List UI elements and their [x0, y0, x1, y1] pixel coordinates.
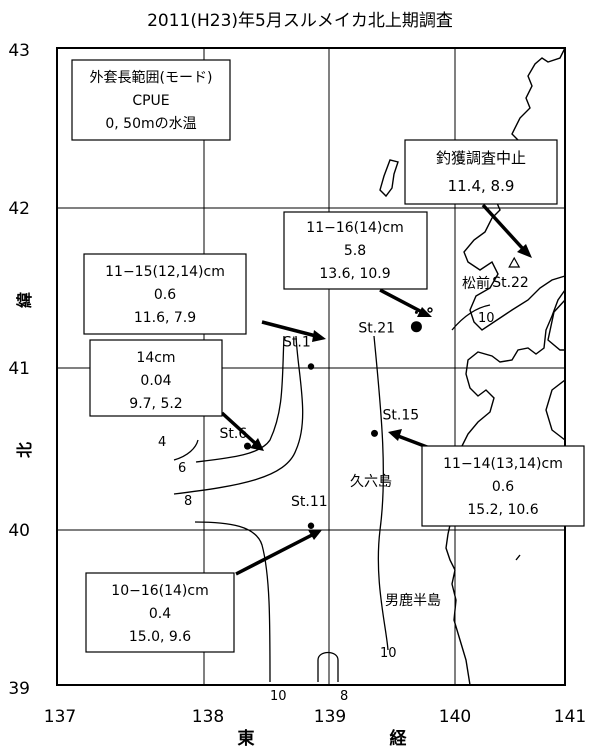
isotherm-label: 8 [184, 494, 192, 509]
y-tick: 42 [8, 199, 30, 219]
isotherm-labels: 4 6 8 8 10 10 10 [158, 311, 495, 704]
place-label-kyuroku: 久六島 [350, 474, 392, 490]
arrow-st6 [220, 411, 258, 446]
isotherm-8b [317, 651, 339, 682]
isotherm-10c [451, 304, 491, 331]
isotherm-label: 10 [270, 689, 287, 704]
isotherm-label: 4 [158, 435, 166, 450]
info-line: 13.6, 10.9 [319, 266, 390, 282]
x-tick: 141 [554, 707, 586, 727]
info-line: 11−15(12,14)cm [105, 264, 225, 280]
info-line: 15.0, 9.6 [129, 629, 191, 645]
station-marker [410, 321, 422, 333]
station-label: St.21 [358, 321, 395, 337]
isotherm-4 [173, 439, 199, 461]
isotherm-10a [194, 521, 271, 683]
x-axis-label-left: 東 [238, 728, 255, 749]
isotherm-label: 10 [380, 646, 397, 661]
y-axis-label-top: 緯 [15, 292, 34, 308]
small-marker [414, 310, 418, 314]
station-label: St.22 [492, 275, 529, 291]
station-label: St.11 [291, 494, 328, 510]
station-layer: St.1St.6St.11 St.15 St.21 St.22 [220, 256, 529, 529]
info-line: 0.6 [154, 287, 176, 303]
station-marker [307, 363, 315, 370]
info-line: 釣獲調査中止 [436, 149, 526, 167]
info-box-st11: 10−16(14)cm 0.4 15.0, 9.6 [85, 572, 235, 653]
info-line: 11−16(14)cm [306, 220, 403, 236]
arrow-st11 [235, 533, 313, 576]
info-line: 0.6 [492, 479, 514, 495]
x-tick: 140 [439, 707, 471, 727]
info-box-st6: 14cm 0.04 9.7, 5.2 [89, 339, 223, 417]
info-line: 9.7, 5.2 [129, 396, 182, 412]
legend-box: 外套長範囲(モード) CPUE 0, 50mの水温 [71, 59, 231, 141]
isotherm-label: 10 [478, 311, 495, 326]
legend-line: 外套長範囲(モード) [90, 69, 213, 86]
x-axis-label-right: 経 [390, 728, 408, 749]
y-tick: 40 [8, 521, 30, 541]
legend-line: 0, 50mの水温 [105, 116, 196, 132]
x-tick: 139 [314, 707, 346, 727]
isotherm-10b [373, 335, 389, 651]
y-axis-label-bottom: 北 [15, 442, 34, 458]
place-label-oga: 男鹿半島 [385, 592, 441, 609]
info-box-st21: 11−16(14)cm 5.8 13.6, 10.9 [283, 211, 428, 290]
info-line: 0.4 [149, 606, 171, 622]
arrow-heads [250, 244, 532, 540]
station-marker [307, 522, 315, 529]
info-line: 15.2, 10.6 [467, 502, 538, 518]
map-title: 2011(H23)年5月スルメイカ北上期調査 [147, 11, 453, 31]
info-line: 11−14(13,14)cm [443, 456, 563, 472]
arrow-st21 [379, 288, 423, 314]
isotherms [173, 304, 491, 683]
station-label: St.15 [383, 407, 420, 423]
info-line: 11.6, 7.9 [134, 310, 196, 326]
info-line: 11.4, 8.9 [448, 177, 515, 195]
isotherm-6 [195, 335, 285, 463]
x-tick: 137 [44, 707, 76, 727]
y-tick: 41 [8, 359, 30, 379]
station-label: St.6 [220, 426, 248, 442]
y-axis-ticks: 43 42 41 40 39 [8, 41, 30, 699]
info-line: 14cm [136, 350, 175, 366]
isotherm-label: 8 [340, 689, 348, 704]
arrow-st22 [481, 203, 526, 252]
x-axis-ticks: 137 138 139 140 141 [44, 707, 586, 727]
info-line: 0.04 [140, 373, 171, 389]
station-marker [244, 442, 251, 450]
info-box-st22: 釣獲調査中止 11.4, 8.9 [404, 139, 558, 205]
station-marker [508, 256, 521, 268]
station-marker [371, 429, 378, 437]
info-box-st15: 11−14(13,14)cm 0.6 15.2, 10.6 [421, 445, 585, 527]
y-tick: 39 [8, 679, 30, 699]
info-box-st1: 11−15(12,14)cm 0.6 11.6, 7.9 [83, 253, 247, 335]
arrow-st1 [261, 320, 317, 338]
info-line: 10−16(14)cm [111, 583, 208, 599]
station-label: St.1 [283, 335, 311, 351]
place-label-matsumae: 松前 [462, 275, 490, 292]
y-tick: 43 [8, 41, 30, 61]
x-tick: 138 [192, 707, 224, 727]
isotherm-8a [173, 335, 304, 495]
isotherm-label: 6 [178, 461, 186, 476]
info-line: 5.8 [344, 243, 366, 259]
legend-line: CPUE [132, 93, 169, 109]
